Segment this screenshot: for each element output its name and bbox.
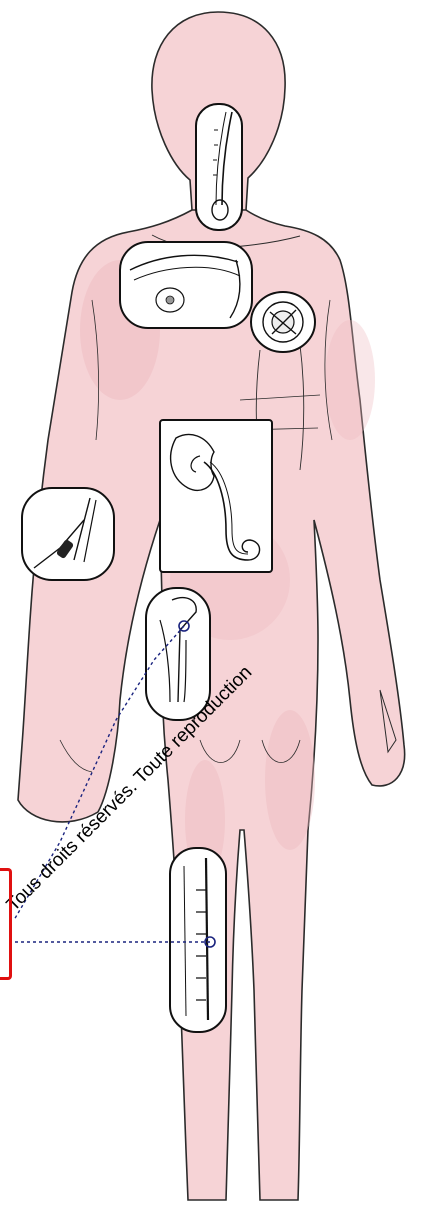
red-bracket-marker (0, 868, 12, 980)
pacemaker-icon (120, 242, 252, 328)
neck-catheter-icon (196, 104, 242, 230)
kidney-ureteral-stent-icon (160, 420, 272, 572)
arm-catheter-icon (22, 488, 114, 580)
hip-prosthesis-icon (146, 588, 210, 720)
tibial-nail-icon (170, 848, 226, 1032)
implantable-port-icon (251, 292, 315, 352)
